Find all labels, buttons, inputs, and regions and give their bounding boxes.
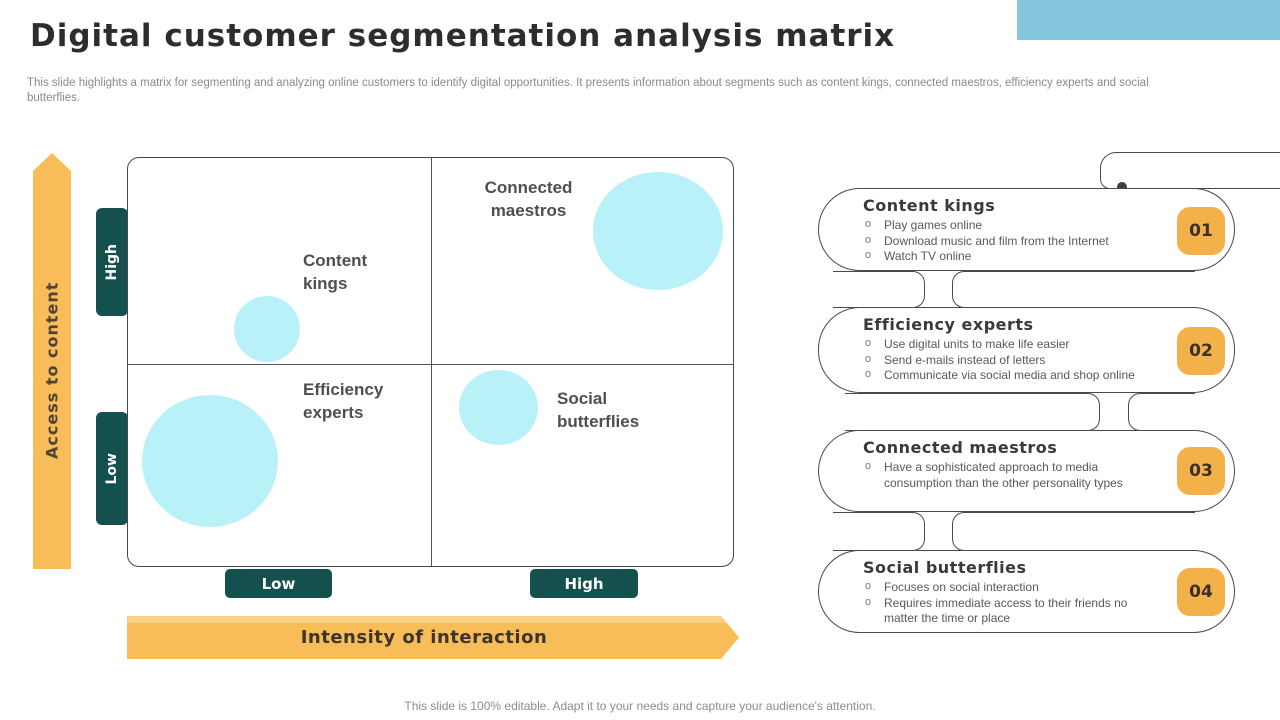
segment-title: Connected maestros [863, 438, 1058, 457]
y-axis-high-badge: High [96, 208, 128, 316]
segment-title: Efficiency experts [863, 315, 1034, 334]
footer-note: This slide is 100% editable. Adapt it to… [404, 699, 876, 713]
page-title: Digital customer segmentation analysis m… [30, 18, 896, 54]
segment-card-connected-maestros: Connected maestros Have a sophisticated … [818, 430, 1235, 512]
segment-bullet-list: Use digital units to make life easier Se… [863, 336, 1158, 384]
segment-number-badge: 03 [1177, 447, 1225, 495]
segment-card-content-kings: Content kings Play games online Download… [818, 188, 1235, 271]
segment-title: Social butterflies [863, 558, 1027, 577]
corner-accent-bar [1017, 0, 1280, 40]
segment-number-badge: 01 [1177, 207, 1225, 255]
path-start-dot [1117, 182, 1127, 192]
connector-tab [1128, 393, 1195, 431]
segment-title: Content kings [863, 196, 996, 215]
segment-card-social-butterflies: Social butterflies Focuses on social int… [818, 550, 1235, 633]
segment-bullet: Play games online [863, 217, 1158, 234]
x-axis-high-badge: High [530, 569, 638, 598]
segment-bullet: Requires immediate access to their frien… [863, 595, 1158, 627]
segment-bullet: Download music and film from the Interne… [863, 233, 1158, 250]
connector-tab [952, 512, 1195, 551]
quadrant-label-social-butterflies: Social butterflies [557, 389, 640, 431]
segment-bullet-list: Play games online Download music and fil… [863, 217, 1158, 265]
x-axis-label: Intensity of interaction [300, 627, 548, 648]
x-axis-arrow: Intensity of interaction [127, 616, 739, 659]
y-axis-arrow [33, 153, 71, 569]
segment-number-badge: 04 [1177, 568, 1225, 616]
y-axis-low-label: Low [104, 452, 120, 485]
segment-bullet: Send e-mails instead of letters [863, 352, 1158, 369]
segmentation-matrix: Content kings Connected maestros Efficie… [127, 157, 734, 567]
quadrant-label-connected-maestros: Connected maestros [484, 178, 573, 220]
connector-tab [833, 271, 925, 308]
connector-tab [952, 271, 1195, 308]
segment-number-badge: 02 [1177, 327, 1225, 375]
quadrant-label-efficiency-experts: Efficiency experts [303, 380, 384, 422]
segment-bullet: Watch TV online [863, 248, 1158, 265]
segment-bullet: Communicate via social media and shop on… [863, 367, 1158, 384]
segment-bullet-list: Have a sophisticated approach to media c… [863, 459, 1158, 491]
bubble-connected-maestros [593, 172, 723, 290]
quadrant-label-content-kings: Content kings [303, 251, 368, 293]
bubble-social-butterflies [459, 370, 538, 445]
connector-tab [833, 512, 925, 551]
y-axis-high-label: High [104, 243, 120, 281]
segment-bullet: Use digital units to make life easier [863, 336, 1158, 353]
slide-description: This slide highlights a matrix for segme… [27, 77, 1149, 104]
segment-card-efficiency-experts: Efficiency experts Use digital units to … [818, 307, 1235, 393]
segment-bullet: Focuses on social interaction [863, 579, 1158, 596]
top-connector-path [1100, 152, 1280, 189]
matrix-vertical-divider [431, 158, 432, 566]
connector-tab [845, 393, 1100, 431]
bubble-content-kings [234, 296, 300, 362]
bubble-efficiency-experts [142, 395, 278, 527]
y-axis-low-badge: Low [96, 412, 128, 525]
matrix-horizontal-divider [128, 364, 733, 365]
x-axis-low-badge: Low [225, 569, 332, 598]
segment-bullet-list: Focuses on social interaction Requires i… [863, 579, 1158, 627]
segment-bullet: Have a sophisticated approach to media c… [863, 459, 1158, 491]
y-axis-label: Access to content [42, 281, 62, 459]
